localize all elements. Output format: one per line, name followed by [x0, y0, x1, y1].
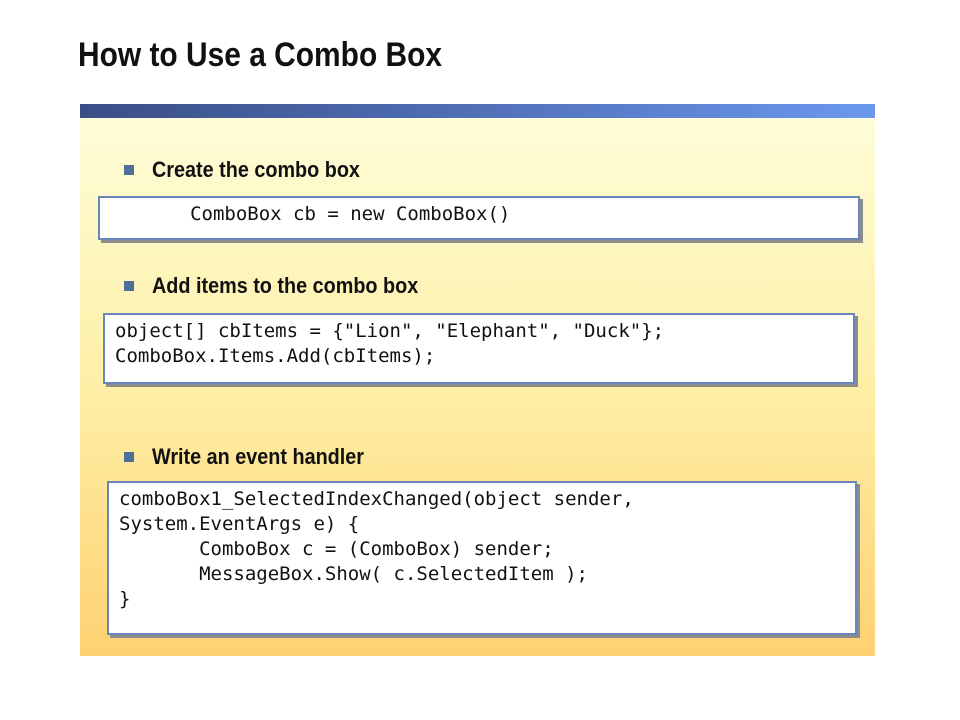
code-box-event-handler: comboBox1_SelectedIndexChanged(object se…: [107, 481, 857, 635]
bullet-heading: Write an event handler: [152, 444, 364, 469]
bullet-heading: Create the combo box: [152, 157, 360, 182]
bullet-event-handler: Write an event handler: [124, 444, 388, 470]
bullet-create-combo-box: Create the combo box: [124, 157, 383, 183]
code-box-add-items: object[] cbItems = {"Lion", "Elephant", …: [103, 313, 855, 384]
square-bullet-icon: [124, 165, 134, 175]
bullet-add-items: Add items to the combo box: [124, 273, 448, 299]
bullet-heading: Add items to the combo box: [152, 273, 419, 298]
title-divider-bar: [80, 104, 875, 118]
code-box-create: ComboBox cb = new ComboBox(): [98, 196, 860, 240]
square-bullet-icon: [124, 281, 134, 291]
square-bullet-icon: [124, 452, 134, 462]
slide-title: How to Use a Combo Box: [78, 36, 443, 74]
